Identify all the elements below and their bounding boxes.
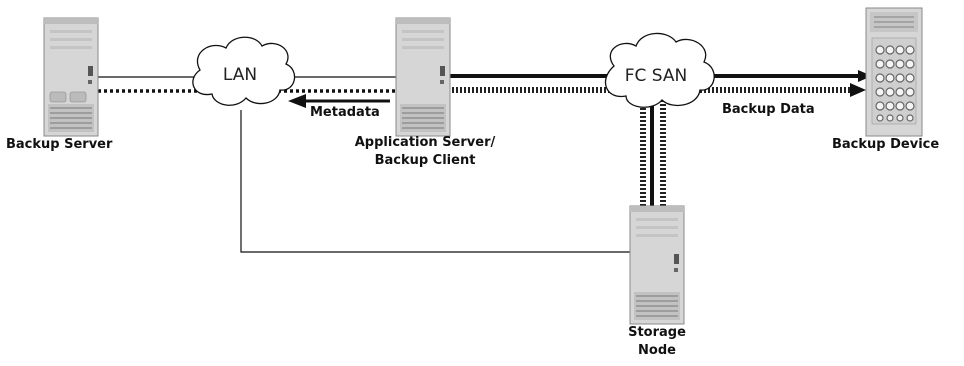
application-server-icon (395, 17, 451, 137)
backup-device-label: Backup Device (832, 137, 940, 152)
backup-data-label: Backup Data (722, 102, 815, 117)
metadata-label: Metadata (310, 105, 380, 120)
san-label: FC SAN (625, 66, 688, 86)
storage-node-label: Storage Node (600, 324, 714, 360)
storage-node-label-line1: Storage (628, 325, 686, 340)
application-server-label-line2: Backup Client (374, 153, 476, 168)
san-cloud: FC SAN (604, 32, 715, 108)
san-link-arrow (858, 70, 872, 82)
application-server-label-line1: Application Server/ (354, 135, 496, 150)
backup-server-label: Backup Server (6, 137, 113, 152)
lan-label: LAN (223, 65, 257, 85)
storage-node-icon (629, 205, 685, 325)
backup-device-icon (865, 7, 923, 137)
backup-server-icon (43, 17, 99, 137)
metadata-arrow (288, 94, 390, 108)
lan-cloud: LAN (192, 36, 296, 106)
storage-node-label-line2: Node (638, 343, 676, 358)
application-server-label: Application Server/ Backup Client (330, 134, 520, 170)
